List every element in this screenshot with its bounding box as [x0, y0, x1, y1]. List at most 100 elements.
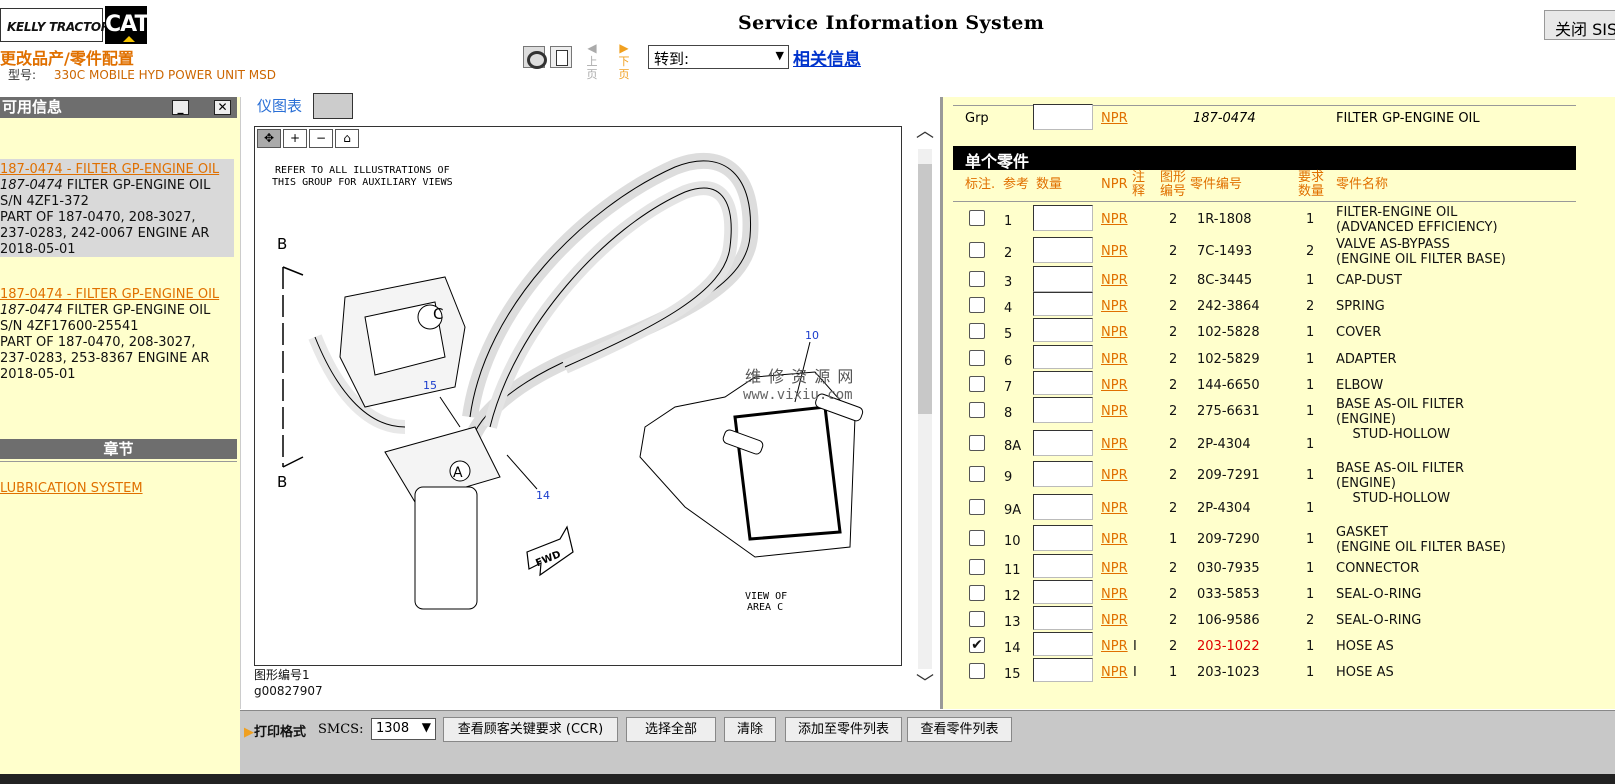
row-checkbox[interactable]	[969, 435, 985, 451]
row-checkbox[interactable]: ✔	[969, 637, 985, 653]
row-part-number[interactable]: 033-5853	[1197, 587, 1260, 602]
row-npr-link[interactable]: NPR	[1101, 244, 1128, 259]
row-quantity-input[interactable]	[1033, 318, 1093, 342]
next-page-button[interactable]: ▶ 下 页	[614, 42, 634, 82]
row-quantity-input[interactable]	[1033, 345, 1093, 369]
close-panel-button[interactable]: ✕	[214, 100, 231, 115]
row-npr-link[interactable]: NPR	[1101, 639, 1128, 654]
zoom-out-icon[interactable]: −	[309, 129, 333, 148]
row-quantity-input[interactable]	[1033, 205, 1093, 231]
row-checkbox[interactable]	[969, 271, 985, 287]
row-npr-link[interactable]: NPR	[1101, 561, 1128, 576]
row-quantity-input[interactable]	[1033, 632, 1093, 656]
row-checkbox[interactable]	[969, 350, 985, 366]
row-quantity-input[interactable]	[1033, 554, 1093, 578]
pan-tool-icon[interactable]: ✥	[257, 129, 281, 148]
row-checkbox[interactable]	[969, 376, 985, 392]
row-quantity-input[interactable]	[1033, 461, 1093, 487]
row-part-number[interactable]: 203-1022	[1197, 639, 1260, 654]
row-npr-link[interactable]: NPR	[1101, 273, 1128, 288]
scrollbar-thumb[interactable]	[918, 164, 932, 414]
row-part-number[interactable]: 275-6631	[1197, 404, 1260, 419]
row-quantity-input[interactable]	[1033, 237, 1093, 263]
previous-page-button[interactable]: ◀ 上 页	[582, 42, 602, 82]
row-checkbox[interactable]	[969, 530, 985, 546]
row-part-number[interactable]: 102-5828	[1197, 325, 1260, 340]
print-format-button[interactable]: ▶打印格式	[244, 721, 306, 740]
row-checkbox[interactable]	[969, 585, 985, 601]
illustration-thumbnail[interactable]	[313, 93, 353, 119]
row-part-number[interactable]: 8C-3445	[1197, 273, 1253, 288]
row-npr-link[interactable]: NPR	[1101, 212, 1128, 227]
row-npr-link[interactable]: NPR	[1101, 587, 1128, 602]
row-quantity-input[interactable]	[1033, 494, 1093, 520]
row-part-number[interactable]: 102-5829	[1197, 352, 1260, 367]
view-ccr-button[interactable]: 查看顾客关键要求 (CCR)	[443, 717, 618, 742]
row-quantity-input[interactable]	[1033, 606, 1093, 630]
row-checkbox[interactable]	[969, 210, 985, 226]
minimize-button[interactable]: _	[172, 100, 189, 115]
vertical-scrollbar[interactable]: ︿ ﹀	[913, 109, 937, 699]
row-npr-link[interactable]: NPR	[1101, 665, 1128, 680]
row-part-number[interactable]: 106-9586	[1197, 613, 1260, 628]
row-quantity-input[interactable]	[1033, 266, 1093, 292]
row-checkbox[interactable]	[969, 402, 985, 418]
row-part-number[interactable]: 209-7291	[1197, 468, 1260, 483]
row-part-number[interactable]: 1R-1808	[1197, 212, 1252, 227]
view-parts-list-button[interactable]: 查看零件列表	[907, 717, 1012, 742]
document-icon[interactable]	[550, 46, 572, 68]
row-quantity-input[interactable]	[1033, 658, 1093, 682]
add-to-parts-list-button[interactable]: 添加至零件列表	[785, 717, 902, 742]
related-info-link[interactable]: 相关信息	[793, 50, 861, 70]
zoom-in-icon[interactable]: +	[283, 129, 307, 148]
row-npr-link[interactable]: NPR	[1101, 532, 1128, 547]
callout-10[interactable]: 10	[805, 329, 819, 342]
smcs-select[interactable]: 1308 ▼	[371, 718, 436, 740]
row-part-number[interactable]: 2P-4304	[1197, 437, 1251, 452]
goto-select[interactable]: 转到: ▼	[648, 45, 789, 69]
row-checkbox[interactable]	[969, 663, 985, 679]
chapter-link[interactable]: LUBRICATION SYSTEM	[0, 481, 143, 496]
select-all-button[interactable]: 选择全部	[626, 717, 716, 742]
row-quantity-input[interactable]	[1033, 580, 1093, 604]
print-icon[interactable]	[523, 46, 547, 69]
row-npr-link[interactable]: NPR	[1101, 404, 1128, 419]
row-checkbox[interactable]	[969, 242, 985, 258]
row-npr-link[interactable]: NPR	[1101, 299, 1128, 314]
info-entry[interactable]: 187-0474 - FILTER GP-ENGINE OIL 187-0474…	[0, 284, 234, 386]
row-part-number[interactable]: 242-3864	[1197, 299, 1260, 314]
row-checkbox[interactable]	[969, 297, 985, 313]
row-quantity-input[interactable]	[1033, 397, 1093, 423]
row-part-number[interactable]: 2P-4304	[1197, 501, 1251, 516]
row-part-number[interactable]: 030-7935	[1197, 561, 1260, 576]
group-npr-link[interactable]: NPR	[1101, 111, 1128, 126]
info-entry[interactable]: 187-0474 - FILTER GP-ENGINE OIL 187-0474…	[0, 159, 234, 257]
callout-15[interactable]: 15	[423, 379, 437, 392]
row-checkbox[interactable]	[969, 611, 985, 627]
row-quantity-input[interactable]	[1033, 371, 1093, 395]
row-part-number[interactable]: 203-1023	[1197, 665, 1260, 680]
chevron-down-icon[interactable]: ﹀	[916, 673, 934, 694]
row-part-number[interactable]: 144-6650	[1197, 378, 1260, 393]
row-part-number[interactable]: 209-7290	[1197, 532, 1260, 547]
callout-14[interactable]: 14	[536, 489, 550, 502]
group-quantity-input[interactable]	[1033, 104, 1093, 130]
drawing-frame[interactable]: ✥ + − ⌂ REFER TO ALL ILLUSTRATIONS OF TH…	[254, 126, 902, 666]
illustration-tab[interactable]: 仪图表	[257, 97, 303, 115]
close-sis-button[interactable]: 关闭 SIS	[1544, 10, 1615, 40]
row-npr-link[interactable]: NPR	[1101, 437, 1128, 452]
row-checkbox[interactable]	[969, 323, 985, 339]
row-quantity-input[interactable]	[1033, 292, 1093, 316]
info-entry-link[interactable]: 187-0474 - FILTER GP-ENGINE OIL	[0, 287, 220, 302]
row-checkbox[interactable]	[969, 499, 985, 515]
info-entry-link[interactable]: 187-0474 - FILTER GP-ENGINE OIL	[0, 162, 220, 177]
row-checkbox[interactable]	[969, 466, 985, 482]
row-npr-link[interactable]: NPR	[1101, 378, 1128, 393]
row-quantity-input[interactable]	[1033, 525, 1093, 551]
row-checkbox[interactable]	[969, 559, 985, 575]
row-npr-link[interactable]: NPR	[1101, 468, 1128, 483]
home-view-icon[interactable]: ⌂	[335, 129, 359, 148]
row-npr-link[interactable]: NPR	[1101, 613, 1128, 628]
row-quantity-input[interactable]	[1033, 430, 1093, 456]
row-npr-link[interactable]: NPR	[1101, 501, 1128, 516]
